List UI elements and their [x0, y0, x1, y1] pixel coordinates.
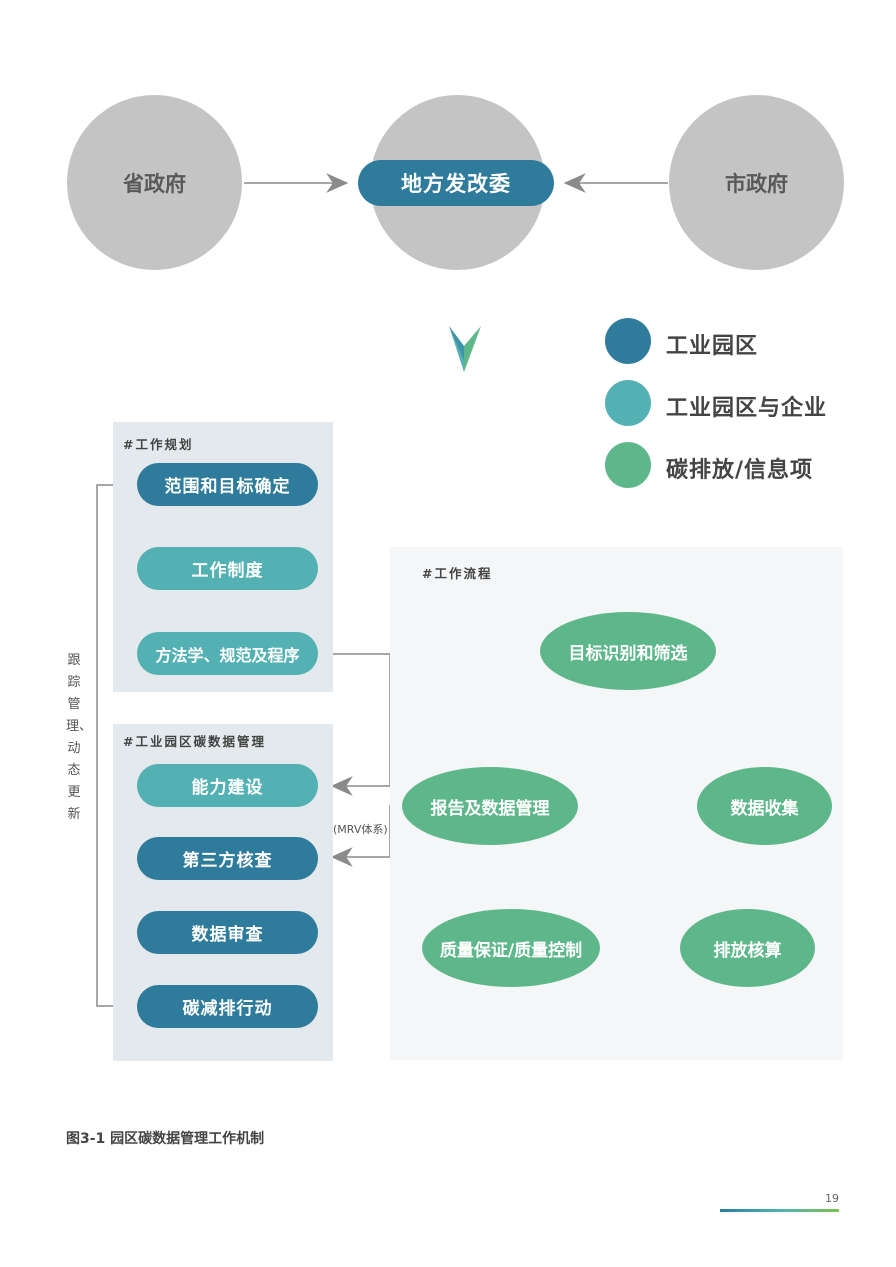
legend-label-park: 工业园区 — [666, 334, 759, 359]
flow-step-calculate: 排放核算 — [680, 909, 815, 987]
province-circle — [67, 95, 242, 270]
flow-step-identify: 目标识别和筛选 — [540, 612, 716, 690]
scope-goal-pill: 范围和目标确定 — [137, 463, 318, 506]
emission-reduction-pill: 碳减排行动 — [137, 985, 318, 1028]
flow-step-qaqc: 质量保证/质量控制 — [422, 909, 600, 987]
province-label: 省政府 — [123, 171, 186, 196]
capacity-building-pill: 能力建设 — [137, 764, 318, 807]
data-review-pill: 数据审查 — [137, 911, 318, 954]
work-system-pill: 工作制度 — [137, 547, 318, 590]
legend-label-emission: 碳排放/信息项 — [666, 458, 814, 483]
city-label: 市政府 — [725, 171, 788, 196]
legend-label-park-enterprise: 工业园区与企业 — [666, 396, 828, 421]
city-circle — [669, 95, 844, 270]
flow-step-collect: 数据收集 — [697, 767, 832, 845]
tracking-side-label: 跟踪管理、动态更新 — [66, 653, 93, 822]
legend-dot-park — [605, 318, 651, 364]
ndrc-pill: 地方发改委 — [358, 160, 554, 206]
down-chevron-icon — [449, 326, 481, 372]
workflow-title: #工作流程 — [422, 566, 493, 581]
mrv-label: (MRV体系) — [333, 823, 388, 836]
figure-caption: 图3-1 园区碳数据管理工作机制 — [66, 1131, 265, 1147]
third-party-verification-pill: 第三方核查 — [137, 837, 318, 880]
legend-dot-emission — [605, 442, 651, 488]
planning-title: #工作规划 — [123, 437, 194, 452]
legend-dot-park-enterprise — [605, 380, 651, 426]
flow-step-report: 报告及数据管理 — [402, 767, 578, 845]
management-title: #工业园区碳数据管理 — [123, 734, 266, 749]
methodology-pill: 方法学、规范及程序 — [137, 632, 318, 675]
page-bar — [720, 1209, 839, 1212]
page-number: 19 — [825, 1192, 839, 1205]
arrow-to-capacity — [330, 654, 391, 796]
